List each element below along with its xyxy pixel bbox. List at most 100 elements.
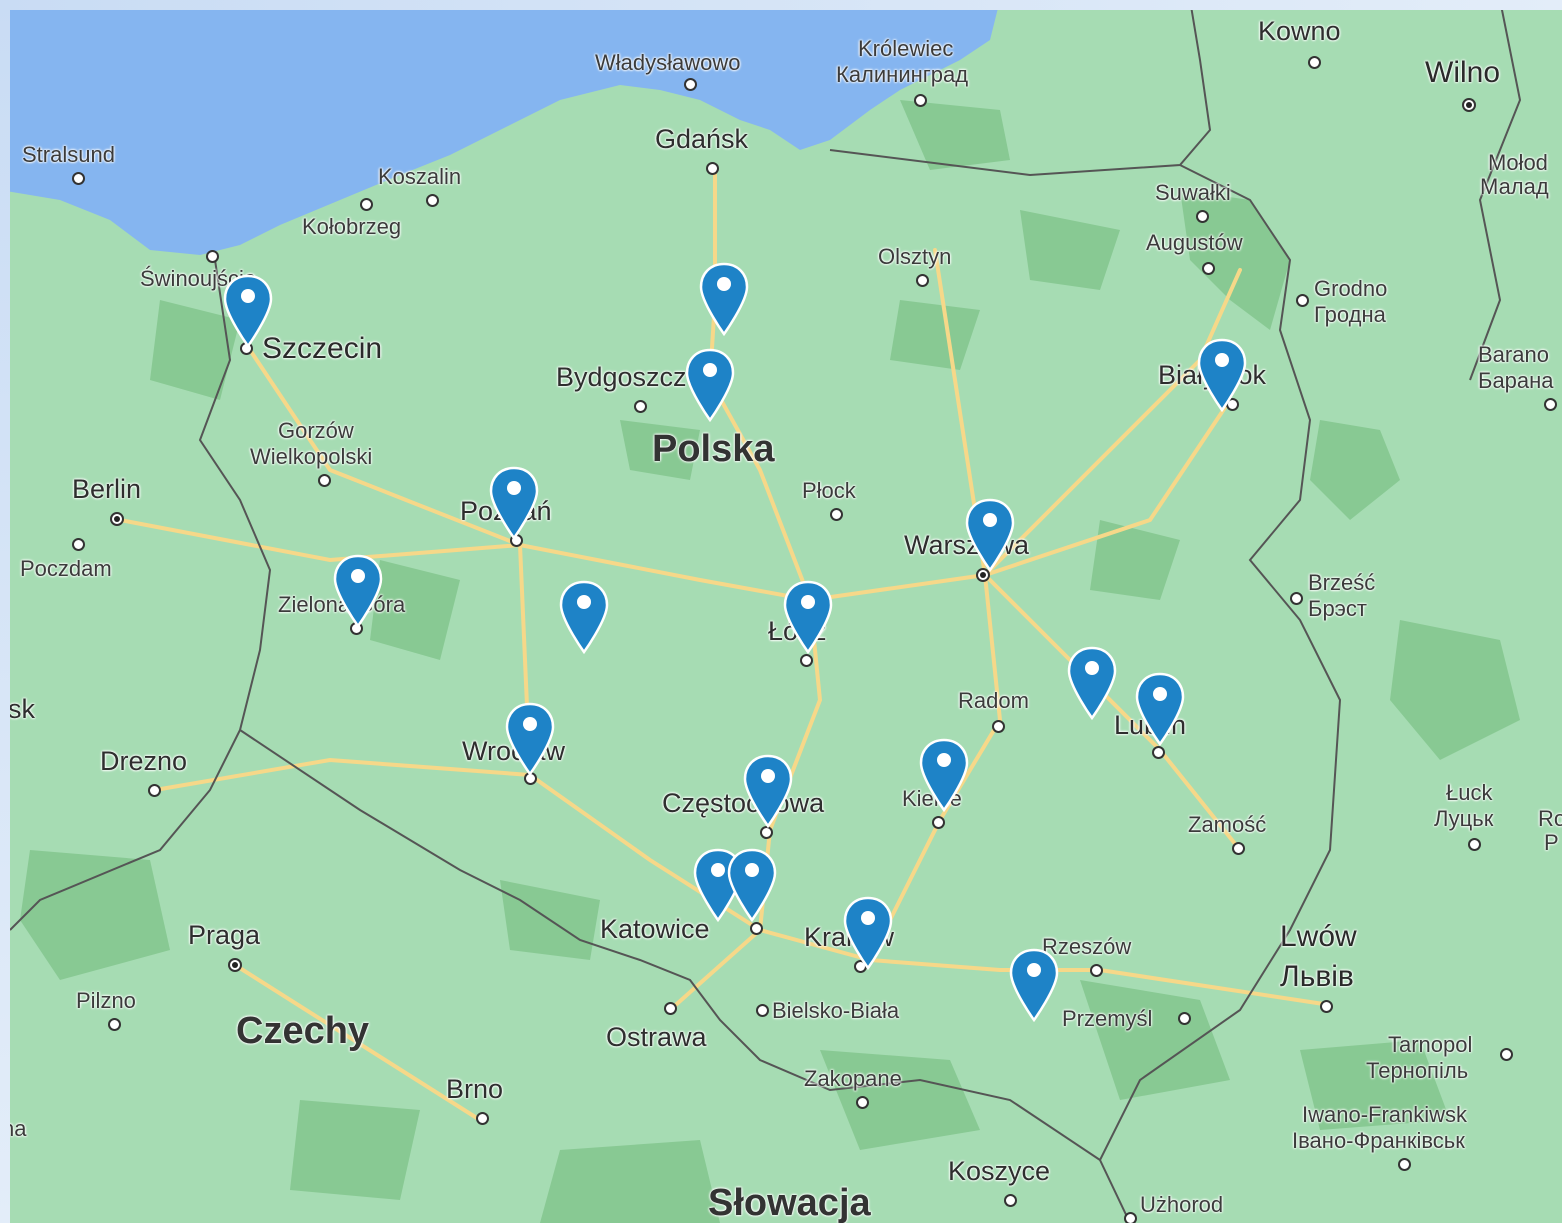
label-berlin: Berlin: [72, 474, 142, 504]
city-dot-kielce: [932, 816, 945, 829]
city-dot-bielsko-biala: [756, 1004, 769, 1017]
city-dot-iwano-frankiwsk: [1398, 1158, 1411, 1171]
city-dot-czestochowa: [760, 826, 773, 839]
label-bydgoszcz: Bydgoszcz: [556, 362, 687, 392]
city-dot-zakopane: [856, 1096, 869, 1109]
label-olsztyn: Olsztyn: [878, 244, 952, 269]
label-luck-pl: Łuck: [1446, 780, 1493, 805]
label-kowno: Kowno: [1258, 16, 1341, 46]
label-kaliningrad: Калининград: [836, 62, 969, 87]
frame-top-edge: [0, 0, 1562, 10]
city-dot-lodz: [800, 654, 813, 667]
location-pin-icon[interactable]: [726, 848, 778, 922]
city-dot-koszyce: [1004, 1194, 1017, 1207]
city-dot-kowno: [1308, 56, 1321, 69]
label-suwalki: Suwałki: [1155, 180, 1231, 205]
location-pin-icon[interactable]: [964, 498, 1016, 572]
location-pin-icon[interactable]: [1066, 646, 1118, 720]
label-stralsund: Stralsund: [22, 142, 115, 167]
city-dot-bydgoszcz: [634, 400, 647, 413]
city-dot-plock: [830, 508, 843, 521]
label-gorzow-2: Wielkopolski: [250, 444, 373, 469]
location-pin-icon[interactable]: [504, 702, 556, 776]
city-dot-lublin: [1152, 746, 1165, 759]
location-pin-icon[interactable]: [488, 466, 540, 540]
city-dot-gdansk: [706, 162, 719, 175]
label-gorzow-1: Gorzów: [278, 418, 354, 443]
location-pin-icon[interactable]: [918, 738, 970, 812]
country-borders: [9, 0, 1522, 1223]
label-augustow: Augustów: [1146, 230, 1243, 255]
label-wladyslawowo: Władysławowo: [595, 50, 741, 75]
label-ro-pl: Ro: [1538, 806, 1562, 831]
label-molod-pl: Mołod: [1488, 150, 1548, 175]
city-dot-warszawa: [976, 568, 990, 582]
label-iwano-ua: Івано-Франківськ: [1292, 1128, 1465, 1153]
label-rzeszow: Rzeszów: [1042, 934, 1132, 959]
label-lwow-ua: Львів: [1280, 960, 1354, 993]
city-dot-przemysl: [1178, 1012, 1191, 1025]
label-ro-ua: Р: [1544, 830, 1559, 855]
label-barano-by: Барана: [1478, 368, 1554, 393]
label-katowice: Katowice: [600, 914, 710, 944]
label-brzesc-by: Брэст: [1308, 596, 1367, 621]
label-praga: Praga: [188, 920, 261, 950]
label-drezno: Drezno: [100, 746, 188, 776]
label-szczecin: Szczecin: [262, 332, 383, 365]
label-molod-by: Малад: [1480, 174, 1549, 199]
location-pin-icon[interactable]: [222, 274, 274, 348]
city-dot-grodno: [1296, 294, 1309, 307]
location-pin-icon[interactable]: [558, 580, 610, 654]
city-dot-olsztyn: [916, 274, 929, 287]
location-pin-icon[interactable]: [332, 554, 384, 628]
label-pilzno: Pilzno: [76, 988, 136, 1013]
location-pin-icon[interactable]: [1196, 338, 1248, 412]
label-slowacja: Słowacja: [708, 1182, 871, 1223]
city-dot-ostrawa: [664, 1002, 677, 1015]
location-pin-icon[interactable]: [742, 754, 794, 828]
location-pin-icon[interactable]: [1008, 948, 1060, 1022]
city-dot-stralsund: [72, 172, 85, 185]
location-pin-icon[interactable]: [1134, 672, 1186, 746]
label-brzesc-pl: Brześć: [1308, 570, 1376, 595]
label-swinoujscie: Świnoujście: [140, 266, 257, 291]
city-dot-pilzno: [108, 1018, 121, 1031]
location-pin-icon[interactable]: [842, 896, 894, 970]
city-dot-drezno: [148, 784, 161, 797]
city-dot-baranowicze: [1544, 398, 1557, 411]
label-kolobrzeg: Kołobrzeg: [302, 214, 402, 239]
label-brno: Brno: [446, 1074, 504, 1104]
forest-areas: [20, 100, 1520, 1223]
label-uzhorod: Użhorod: [1140, 1192, 1224, 1217]
label-barano-pl: Barano: [1478, 342, 1549, 367]
label-tarnopol-ua: Тернопіль: [1366, 1058, 1469, 1083]
label-zakopane: Zakopane: [804, 1066, 902, 1091]
city-dot-koszalin: [426, 194, 439, 207]
city-dot-rzeszow: [1090, 964, 1103, 977]
label-zamosc: Zamość: [1188, 812, 1267, 837]
label-plock: Płock: [802, 478, 856, 503]
city-dot-wladyslawowo: [684, 78, 697, 91]
city-dot-uzhorod: [1124, 1212, 1137, 1223]
location-pin-icon[interactable]: [782, 580, 834, 654]
city-dot-tarnopol: [1500, 1048, 1513, 1061]
location-pin-icon[interactable]: [684, 348, 736, 422]
label-wilno: Wilno: [1425, 56, 1501, 89]
city-dot-praga: [228, 958, 242, 972]
city-dot-krolewiec: [914, 94, 927, 107]
location-pin-icon[interactable]: [698, 262, 750, 336]
label-czechy: Czechy: [236, 1010, 370, 1052]
city-dot-radom: [992, 720, 1005, 733]
label-polska: Polska: [652, 428, 775, 470]
city-dot-swinoujscie: [206, 250, 219, 263]
city-dot-brno: [476, 1112, 489, 1125]
label-przemysl: Przemyśl: [1062, 1006, 1153, 1031]
city-dot-gorzow: [318, 474, 331, 487]
label-tarnopol-pl: Tarnopol: [1388, 1032, 1473, 1057]
city-dot-luck: [1468, 838, 1481, 851]
label-lwow-pl: Lwów: [1280, 920, 1357, 953]
label-krolewiec: Królewiec: [858, 36, 954, 61]
city-dot-augustow: [1202, 262, 1215, 275]
